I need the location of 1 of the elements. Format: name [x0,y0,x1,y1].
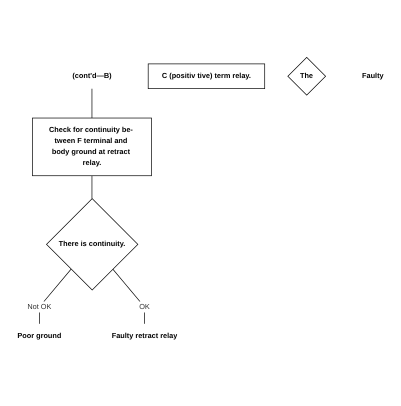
connector [112,268,145,324]
